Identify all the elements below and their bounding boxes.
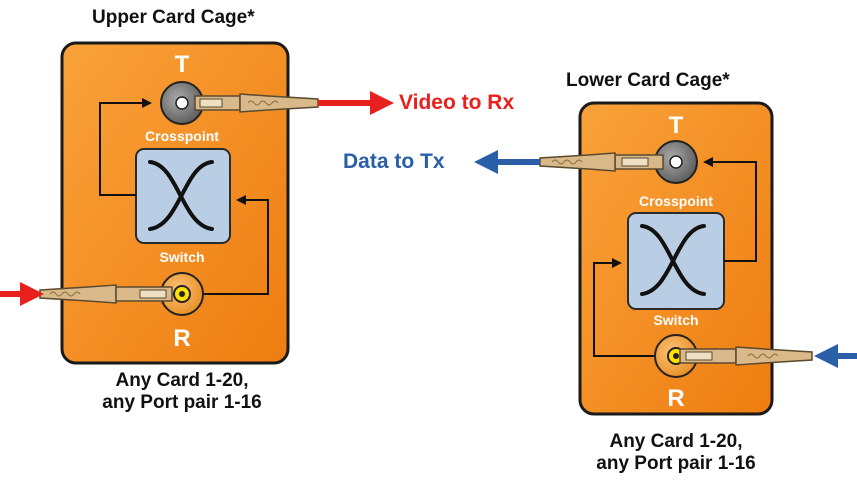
lower-caption-line1: Any Card 1-20,: [609, 431, 743, 452]
lower-caption: Any Card 1-20, any Port pair 1-16: [566, 431, 786, 475]
lower-path-to-t: [703, 157, 757, 262]
arrow-right-icon: [318, 91, 394, 115]
upper-t-label: T: [175, 51, 190, 78]
lower-caption-line2: any Port pair 1-16: [596, 453, 756, 474]
lower-card: T R Crosspoint Switch: [578, 101, 774, 416]
lower-path-from-r: [593, 258, 654, 357]
fiber-connector-icon: [679, 346, 813, 366]
upper-switch-label: Switch: [159, 249, 204, 265]
data-to-tx-label: Data to Tx: [343, 150, 445, 173]
crosspoint-x-icon: [640, 224, 706, 296]
fiber-connector-icon: [39, 284, 173, 304]
lower-t-label: T: [669, 112, 684, 139]
upper-caption-line1: Any Card 1-20,: [115, 370, 249, 391]
upper-path-from-r: [200, 195, 269, 295]
fiber-connector-icon: [194, 93, 319, 113]
crosspoint-x-icon: [148, 160, 214, 231]
arrow-right-icon: [0, 282, 44, 306]
upper-caption-line2: any Port pair 1-16: [102, 392, 262, 413]
upper-path-to-t: [99, 98, 152, 196]
upper-crosspoint-label: Crosspoint: [145, 128, 219, 144]
arrow-left-icon: [814, 344, 857, 368]
lower-r-label: R: [667, 385, 684, 412]
fiber-connector-icon: [539, 152, 664, 172]
lower-crosspoint-label: Crosspoint: [639, 193, 713, 209]
upper-cage-title: Upper Card Cage*: [92, 7, 255, 28]
lower-switch-label: Switch: [653, 312, 698, 328]
video-to-rx-label: Video to Rx: [399, 91, 515, 114]
lower-cage-title: Lower Card Cage*: [566, 70, 730, 91]
upper-r-label: R: [173, 325, 190, 352]
arrow-left-icon: [474, 150, 540, 174]
upper-card: T R Crosspoint Switch: [60, 41, 290, 365]
upper-caption: Any Card 1-20, any Port pair 1-16: [72, 370, 292, 414]
